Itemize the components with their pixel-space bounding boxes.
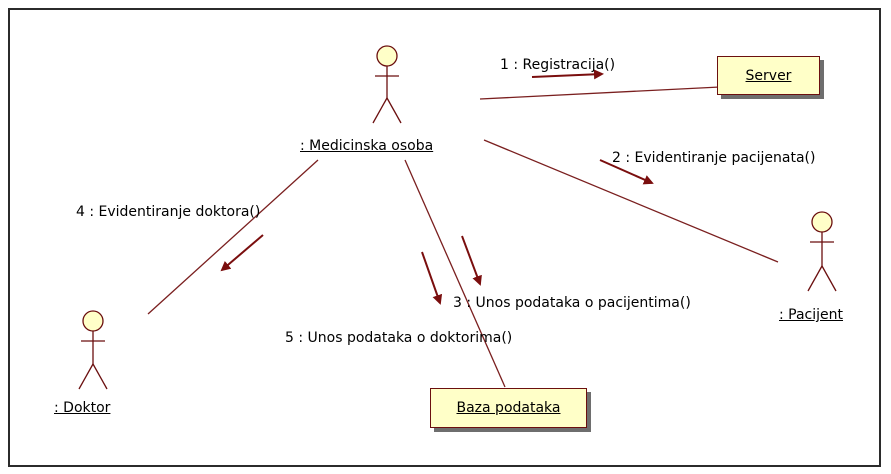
- object-server: Server: [717, 56, 820, 95]
- actor-pacijent-label: : Pacijent: [779, 307, 844, 323]
- message-label-3: 3 : Unos podataka o pacijentima(): [453, 295, 691, 311]
- link-medicinska-baza: [404, 159, 506, 388]
- actor-doktor-label: : Doktor: [54, 400, 111, 416]
- message-arrow-5: [421, 251, 443, 305]
- message-arrow-1: [531, 69, 604, 80]
- message-label-5: 5 : Unos podataka o doktorima(): [285, 330, 513, 346]
- actor-doktor-icon: [78, 310, 108, 390]
- link-medicinska-pacijent: [483, 139, 779, 263]
- link-medicinska-server: [479, 86, 721, 100]
- actor-pacijent-icon: [807, 211, 837, 292]
- message-arrow-2: [599, 159, 654, 185]
- message-arrow-3: [461, 235, 482, 286]
- actor-medicinska-osoba-label: : Medicinska osoba: [300, 138, 434, 154]
- message-arrow-4: [220, 234, 264, 272]
- diagram-frame: [8, 8, 881, 467]
- object-baza-podataka: Baza podataka: [430, 388, 587, 428]
- message-label-4: 4 : Evidentiranje doktora(): [76, 204, 261, 220]
- message-label-1: 1 : Registracija(): [500, 57, 616, 73]
- message-label-2: 2 : Evidentiranje pacijenata(): [612, 150, 816, 166]
- link-medicinska-doktor: [147, 159, 319, 315]
- actor-medicinska-osoba-icon: [372, 45, 402, 124]
